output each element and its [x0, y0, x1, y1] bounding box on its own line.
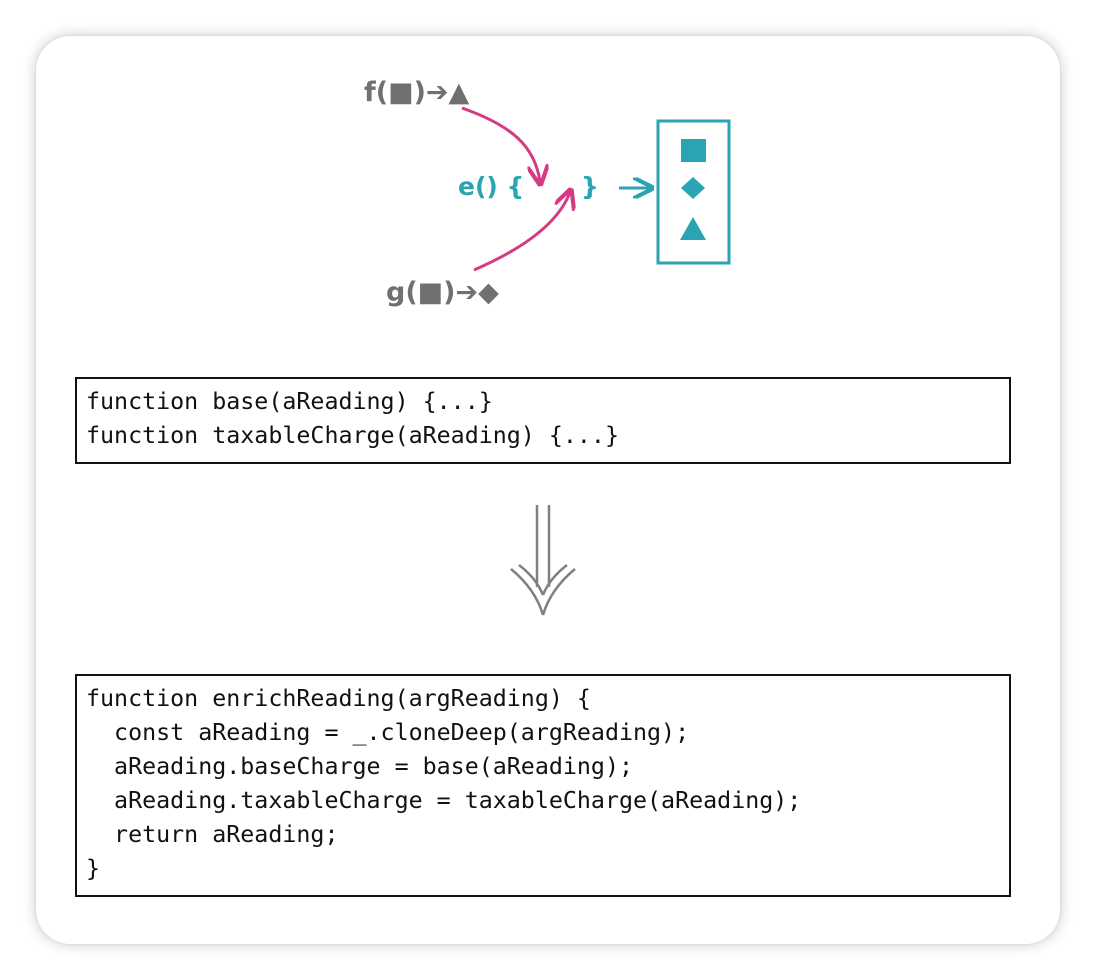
code-line: function base(aReading) {...} — [86, 388, 493, 415]
g-function-label: g(■)➔◆ — [386, 277, 499, 308]
square-shape-icon — [681, 139, 706, 162]
e-function-close-label: } — [581, 172, 599, 201]
down-double-arrow-icon — [510, 505, 576, 616]
f-function-label: f(■)➔▲ — [364, 77, 470, 108]
code-line: aReading.taxableCharge = taxableCharge(a… — [86, 787, 802, 814]
code-before-box: function base(aReading) {...} function t… — [75, 377, 1011, 464]
code-line: function enrichReading(argReading) { — [86, 685, 591, 712]
combine-functions-diagram: f(■)➔▲ g(■)➔◆ e() { } — [364, 77, 731, 308]
e-function-open-label: e() { — [458, 172, 524, 201]
code-line: const aReading = _.cloneDeep(argReading)… — [86, 719, 690, 746]
code-line: aReading.baseCharge = base(aReading); — [86, 753, 634, 780]
code-line: return aReading; — [86, 821, 339, 848]
code-line: } — [86, 855, 101, 882]
code-after-box: function enrichReading(argReading) { con… — [75, 674, 1011, 897]
g-into-e-arrow — [473, 192, 570, 272]
diamond-shape-icon — [681, 177, 705, 199]
code-line: function taxableCharge(aReading) {...} — [86, 422, 619, 449]
result-record-box — [656, 119, 731, 265]
triangle-shape-icon — [680, 217, 706, 240]
f-into-e-arrow — [461, 106, 540, 182]
